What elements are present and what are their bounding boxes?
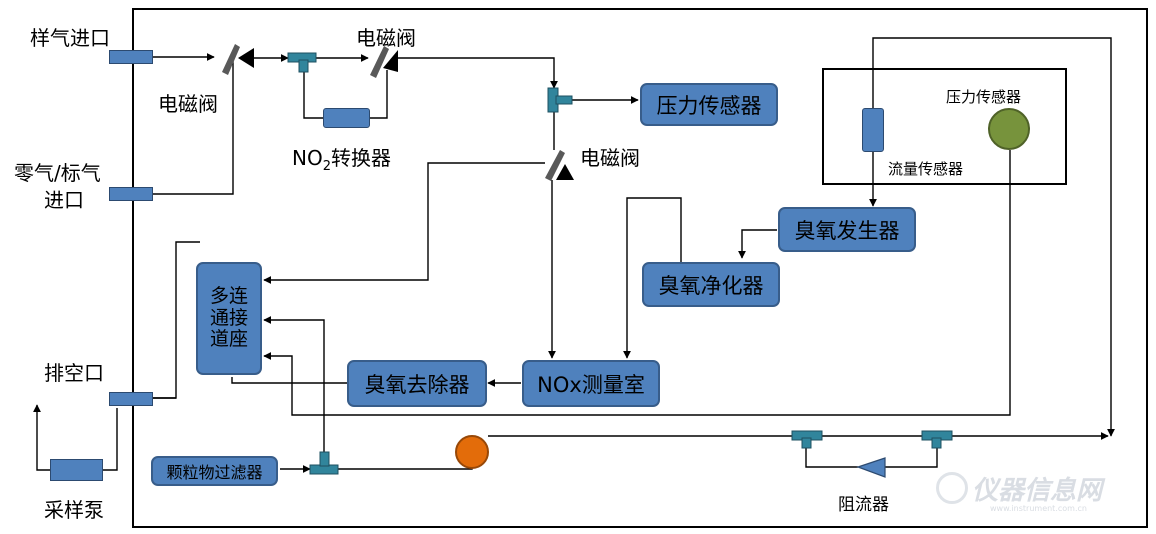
line-valve2-to-tee2 <box>398 57 558 89</box>
line-valve3-to-manifold <box>263 162 545 284</box>
exhaust-port <box>109 392 153 406</box>
sensor-module-frame <box>822 68 1067 185</box>
no2-converter <box>323 108 370 128</box>
sample-inlet-label: 样气进口 <box>30 26 110 50</box>
line-tee1-to-converter <box>303 68 326 119</box>
pressure-sensor-small-label: 压力传感器 <box>946 88 1022 106</box>
solenoid-valve-1-label: 电磁阀 <box>158 92 218 116</box>
analyzer-enclosure <box>132 8 1148 528</box>
line-tee-a-to-restrictor <box>805 444 858 468</box>
ozone-generator-box: 臭氧发生器 <box>778 207 916 252</box>
tee-fitting-1-icon <box>287 52 317 73</box>
line-exhaust-to-pump <box>103 408 118 471</box>
restrictor-icon <box>856 457 886 478</box>
no2-converter-label: NO2转换器 <box>292 146 391 174</box>
solenoid-valve-1-icon <box>222 44 254 75</box>
solenoid-valve-3-label: 电磁阀 <box>580 146 640 170</box>
exhaust-port-label: 排空口 <box>44 361 104 385</box>
ozone-remover-box: 臭氧去除器 <box>347 360 487 407</box>
watermark-url: www.instrument.com.cn <box>990 504 1087 513</box>
pump-circle <box>455 435 489 469</box>
line-generator-to-purifier <box>738 229 777 259</box>
line-purifier-to-chamber <box>623 197 682 359</box>
manifold-box: 多连通接道座 <box>196 262 262 375</box>
line-tee-to-pump-circle <box>338 452 473 470</box>
tee-fitting-2-icon <box>547 87 573 113</box>
flow-sensor <box>862 108 884 152</box>
zero-span-inlet-label-line1: 零气/标气 <box>14 161 101 185</box>
zero-span-inlet-label-line2: 进口 <box>44 188 84 212</box>
pressure-sensor-box: 压力传感器 <box>640 83 778 126</box>
pressure-sensor-circle <box>988 108 1030 150</box>
tee-fitting-5-icon <box>921 430 953 449</box>
zero-span-inlet-port <box>109 187 153 201</box>
tee-fitting-4-icon <box>791 430 823 449</box>
solenoid-valve-3-icon <box>545 150 574 181</box>
line-converter-to-valve2 <box>370 70 388 119</box>
ozone-purifier-box: 臭氧净化器 <box>642 262 780 307</box>
line-flow-to-ozone-generator <box>872 37 1115 437</box>
tee-fitting-3-icon <box>309 451 339 475</box>
flow-sensor-label: 流量传感器 <box>888 160 964 178</box>
nox-measurement-chamber-box: NOx测量室 <box>522 360 660 407</box>
sampling-pump-label: 采样泵 <box>44 498 104 522</box>
line-tee-to-manifold <box>263 316 325 456</box>
solenoid-valve-2-icon <box>370 46 398 78</box>
line-remover-to-manifold <box>231 377 347 384</box>
line-restrictor-to-tee-b <box>885 444 938 468</box>
watermark-logo-icon <box>936 472 968 504</box>
sampling-pump <box>50 459 103 481</box>
line-pressure-to-return <box>263 150 1011 416</box>
watermark-text: 仪器信息网 <box>972 476 1103 506</box>
line-manifold-to-exhaust <box>153 241 200 399</box>
sample-inlet-port <box>109 50 153 64</box>
line-zero-to-valve1 <box>153 59 234 195</box>
solenoid-valve-2-label: 电磁阀 <box>356 26 416 50</box>
line-pump-to-outside <box>33 404 50 471</box>
particle-filter-box: 颗粒物过滤器 <box>151 456 278 486</box>
restrictor-label: 阻流器 <box>838 495 889 515</box>
